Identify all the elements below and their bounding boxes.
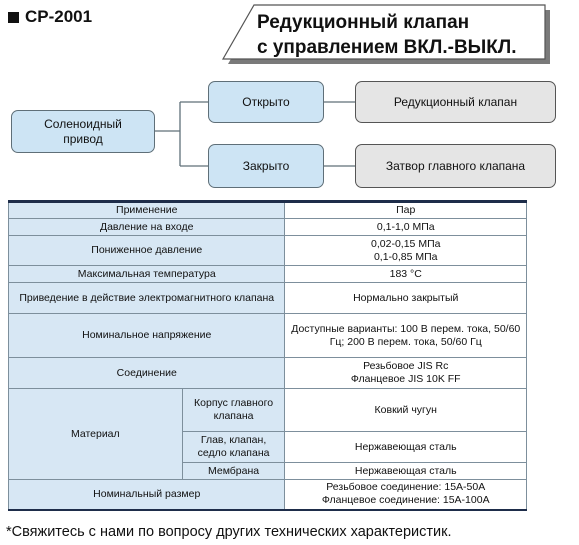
spec-label: Приведение в действие электромагнитного … (7, 282, 286, 314)
spec-value: Нержавеющая сталь (284, 431, 527, 463)
open-state-label: Открыто (242, 94, 290, 109)
spec-value: Резьбовое JIS Rc Фланцевое JIS 10K FF (284, 357, 527, 389)
table-row: Максимальная температура 183 °C (7, 265, 527, 283)
title-text: Редукционный клапан с управлением ВКЛ.-В… (257, 10, 516, 60)
table-row: Применение Пар (7, 200, 527, 219)
spec-value-line: 0,02-0,15 МПа (371, 237, 441, 250)
footnote: *Свяжитесь с нами по вопросу других техн… (6, 524, 452, 540)
closed-state-label: Закрыто (242, 158, 290, 173)
reducing-valve-node: Редукционный клапан (355, 81, 556, 123)
solenoid-actuator-node: Соленоидный привод (11, 110, 155, 153)
spec-value: Резьбовое соединение: 15A-50A Фланцевое … (284, 479, 527, 511)
spec-label: Применение (7, 200, 286, 219)
table-row: Номинальное напряжение Доступные вариант… (7, 313, 527, 358)
spec-value: 183 °C (284, 265, 527, 283)
table-row: Соединение Резьбовое JIS Rc Фланцевое JI… (7, 357, 527, 389)
solenoid-actuator-label: Соленоидный привод (44, 116, 122, 146)
title-banner: Редукционный клапан с управлением ВКЛ.-В… (221, 4, 552, 67)
spec-value-line: 0,1-0,85 МПа (373, 250, 438, 263)
spec-sublabel: Глав, клапан, седло клапана (181, 431, 286, 463)
model-code: CP-2001 (8, 7, 92, 27)
table-row: Материал Корпус главного клапана Ковкий … (8, 388, 527, 480)
open-state-node: Открыто (208, 81, 324, 123)
spec-table: Применение Пар Давление на входе 0,1-1,0… (7, 200, 527, 511)
spec-value: Доступные варианты: 100 В перем. тока, 5… (284, 313, 527, 358)
spec-value: Нормально закрытый (284, 282, 527, 314)
spec-value-line: Фланцевое соединение: 15A-100A (321, 494, 490, 507)
spec-value: 0,02-0,15 МПа 0,1-0,85 МПа (284, 235, 527, 266)
spec-value-line: Резьбовое JIS Rc (363, 360, 449, 372)
spec-value: 0,1-1,0 МПа (284, 218, 527, 236)
spec-value-line: Фланцевое JIS 10K FF (350, 373, 461, 385)
spec-sublabel: Корпус главного клапана (181, 388, 286, 432)
table-row: Давление на входе 0,1-1,0 МПа (7, 218, 527, 236)
spec-label: Давление на входе (7, 218, 286, 236)
main-valve-shutoff-label: Затвор главного клапана (385, 158, 526, 173)
spec-label: Материал (8, 388, 183, 480)
closed-state-node: Закрыто (208, 144, 324, 188)
title-banner-shape (221, 4, 550, 64)
spec-label: Номинальный размер (7, 479, 286, 511)
spec-sublabel: Мембрана (181, 462, 286, 480)
title-line-2: с управлением ВКЛ.-ВЫКЛ. (257, 37, 517, 58)
table-row: Пониженное давление 0,02-0,15 МПа 0,1-0,… (7, 235, 527, 266)
table-row: Номинальный размер Резьбовое соединение:… (7, 479, 527, 511)
reducing-valve-label: Редукционный клапан (393, 94, 518, 109)
spec-value: Пар (284, 200, 527, 219)
spec-label: Соединение (7, 357, 286, 389)
diagram-connectors (155, 101, 355, 167)
spec-value-line: Резьбовое соединение: 15A-50A (326, 481, 486, 494)
spec-label: Пониженное давление (7, 235, 286, 266)
bullet-square-icon (8, 11, 19, 23)
main-valve-shutoff-node: Затвор главного клапана (355, 144, 556, 188)
title-line-1: Редукционный клапан (257, 12, 470, 33)
spec-value: Ковкий чугун (284, 388, 527, 432)
table-row: Приведение в действие электромагнитного … (7, 282, 527, 314)
spec-label: Максимальная температура (7, 265, 286, 283)
spec-value: Нержавеющая сталь (284, 462, 527, 480)
spec-label: Номинальное напряжение (7, 313, 286, 358)
model-code-text: CP-2001 (25, 7, 93, 26)
